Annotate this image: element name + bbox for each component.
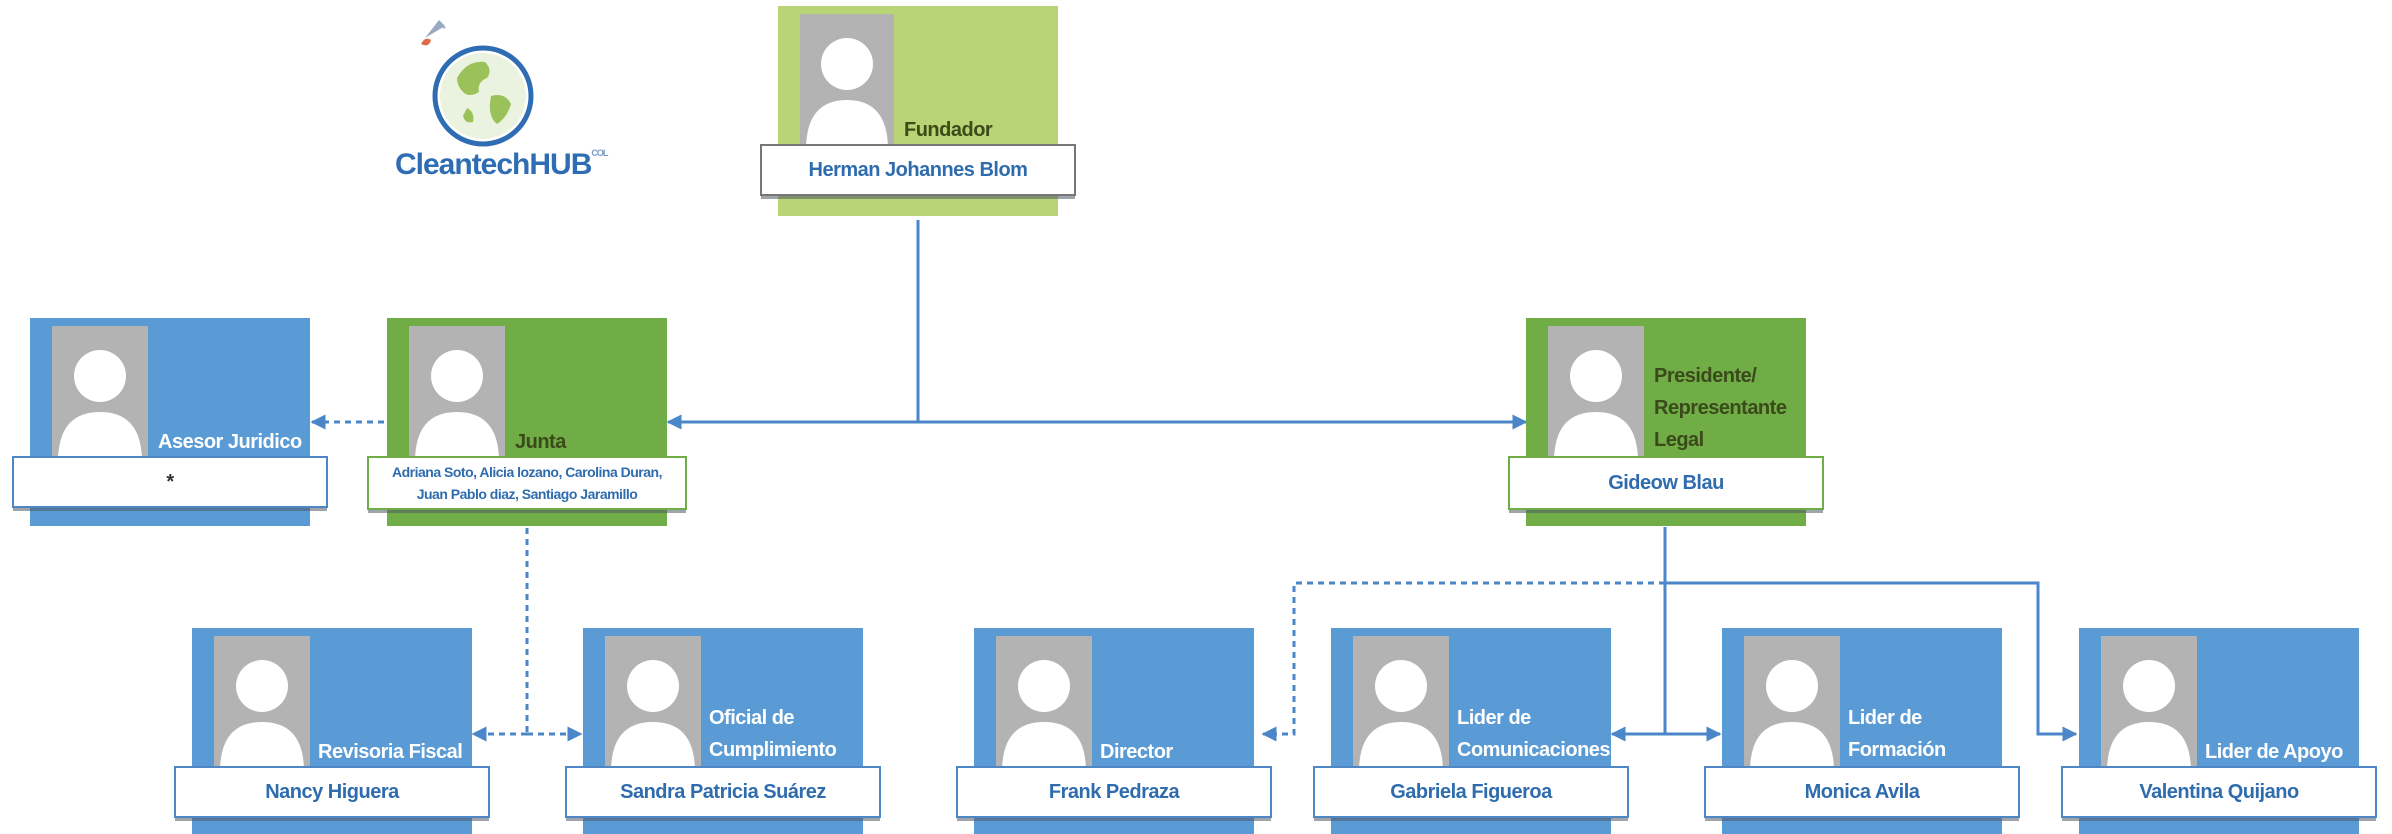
- person-icon: [1002, 660, 1086, 772]
- person-icon: [58, 350, 142, 462]
- node-name: Frank Pedraza: [956, 766, 1272, 818]
- node-name: Monica Avila: [1704, 766, 2020, 818]
- avatar-placeholder: [214, 636, 310, 772]
- cleantechhub-logo: CleantechHUBCOL: [395, 8, 608, 193]
- person-icon: [1750, 660, 1834, 772]
- node-revisoria-fiscal[interactable]: Revisoria Fiscal Nancy Higuera: [174, 628, 490, 834]
- node-title: Fundador: [904, 119, 993, 141]
- node-oficial-cumplimiento[interactable]: Oficial de Cumplimiento Sandra Patricia …: [565, 628, 881, 834]
- person-icon: [611, 660, 695, 772]
- avatar-placeholder: [605, 636, 701, 772]
- title-line-2: Representante: [1654, 397, 1787, 419]
- node-title: Lider de Apoyo: [2205, 741, 2343, 763]
- avatar-placeholder: [800, 14, 894, 150]
- globe-rocket-icon: [421, 20, 534, 147]
- avatar-placeholder: [52, 326, 148, 462]
- members-line-2: Juan Pablo diaz, Santiago Jaramillo: [416, 486, 638, 502]
- title-line-2: Cumplimiento: [709, 739, 837, 761]
- title-line-2: Comunicaciones: [1457, 739, 1611, 761]
- person-icon: [1359, 660, 1443, 772]
- title-line-1: Presidente/: [1654, 365, 1757, 387]
- node-title: Oficial de Cumplimiento: [709, 702, 837, 766]
- node-name: Herman Johannes Blom: [760, 144, 1076, 196]
- node-title: Revisoria Fiscal: [318, 741, 463, 763]
- node-name: Gideow Blau: [1508, 456, 1824, 510]
- members-line-1: Adriana Soto, Alicia lozano, Carolina Du…: [392, 464, 662, 480]
- title-line-1: Lider de: [1848, 707, 1922, 729]
- title-line-2: Formación: [1848, 739, 1946, 761]
- person-icon: [2107, 660, 2191, 772]
- node-asesor-juridico[interactable]: Asesor Juridico *: [12, 318, 328, 526]
- node-lider-apoyo[interactable]: Lider de Apoyo Valentina Quijano: [2061, 628, 2377, 834]
- title-line-3: Legal: [1654, 429, 1704, 451]
- person-icon: [415, 350, 499, 462]
- avatar-placeholder: [996, 636, 1092, 772]
- title-line-1: Lider de: [1457, 707, 1531, 729]
- node-name: Nancy Higuera: [174, 766, 490, 818]
- node-name: Valentina Quijano: [2061, 766, 2377, 818]
- node-members: Adriana Soto, Alicia lozano, Carolina Du…: [367, 456, 687, 510]
- title-line-1: Oficial de: [709, 707, 795, 729]
- node-title: Lider de Formación: [1848, 702, 1946, 766]
- person-icon: [220, 660, 304, 772]
- avatar-placeholder: [1744, 636, 1840, 772]
- person-icon: [1554, 350, 1638, 462]
- avatar-placeholder: [1353, 636, 1449, 772]
- avatar-placeholder: [1548, 326, 1644, 462]
- person-icon: [806, 38, 888, 150]
- node-lider-comunicaciones[interactable]: Lider de Comunicaciones Gabriela Figuero…: [1313, 628, 1629, 834]
- node-presidente[interactable]: Presidente/ Representante Legal Gideow B…: [1508, 318, 1824, 526]
- node-title: Presidente/ Representante Legal: [1654, 360, 1787, 456]
- node-title: Lider de Comunicaciones: [1457, 702, 1611, 766]
- node-name: Sandra Patricia Suárez: [565, 766, 881, 818]
- logo-name: CleantechHUB: [395, 148, 592, 181]
- node-name: *: [12, 456, 328, 508]
- node-junta-supervisora[interactable]: Junta Supervisora Adriana Soto, Alicia l…: [367, 318, 687, 526]
- node-director-contable[interactable]: Director Contable Frank Pedraza: [956, 628, 1272, 834]
- avatar-placeholder: [409, 326, 505, 462]
- node-fundador[interactable]: Fundador Herman Johannes Blom: [760, 6, 1076, 216]
- logo-suffix: COL: [591, 148, 608, 158]
- node-lider-formacion[interactable]: Lider de Formación Monica Avila: [1704, 628, 2020, 834]
- node-name: Gabriela Figueroa: [1313, 766, 1629, 818]
- node-title: Asesor Juridico: [158, 431, 302, 453]
- avatar-placeholder: [2101, 636, 2197, 772]
- arrow-to-apoyo: [1665, 581, 2078, 742]
